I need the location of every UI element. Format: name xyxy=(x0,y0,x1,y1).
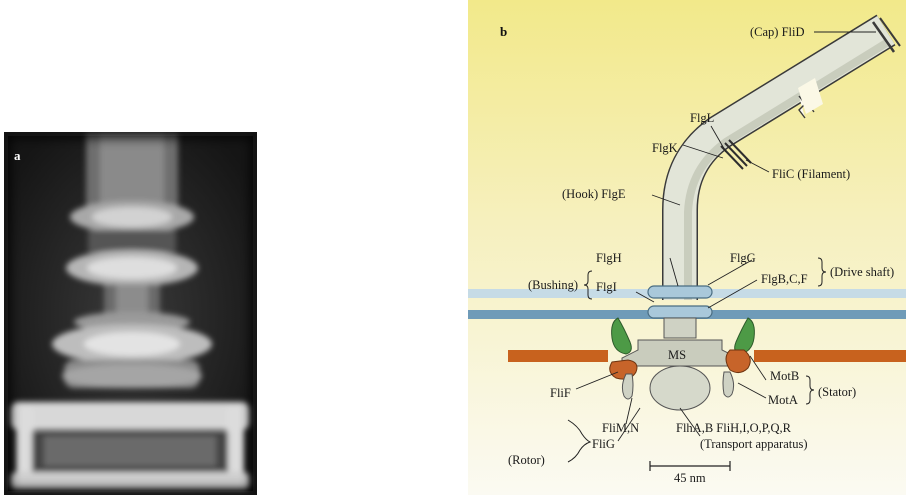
label-cap-flid: (Cap) FliD xyxy=(750,25,805,39)
panel-a-letter: a xyxy=(14,148,21,163)
drive-shaft-rod xyxy=(664,318,696,338)
label-filament: FliC (Filament) xyxy=(772,167,850,181)
label-flha-b: FlhA,B FliH,I,O,P,Q,R xyxy=(676,421,792,435)
label-flif: FliF xyxy=(550,386,571,400)
label-flgbcf: FlgB,C,F xyxy=(761,272,808,286)
c-ring-right xyxy=(723,372,734,397)
label-rotor: (Rotor) xyxy=(508,453,545,467)
motor-right xyxy=(726,350,750,373)
inner-membrane-left xyxy=(508,350,608,362)
label-flgg: FlgG xyxy=(730,251,756,265)
label-stator: (Stator) xyxy=(818,385,856,399)
transport-apparatus xyxy=(650,366,710,410)
panel-a-micrograph: a xyxy=(4,132,257,495)
label-flig: FliG xyxy=(592,437,615,451)
label-flgk: FlgK xyxy=(652,141,678,155)
l-ring xyxy=(648,286,712,298)
p-ring xyxy=(648,306,712,318)
c-ring-left xyxy=(622,374,633,399)
label-motb: MotB xyxy=(770,369,799,383)
inner-membrane-right xyxy=(754,350,906,362)
label-flgh: FlgH xyxy=(596,251,622,265)
label-hook-flge: (Hook) FlgE xyxy=(562,187,626,201)
panel-b-diagram: b (Cap) FliD FlgL FlgK FliC (Filament) (… xyxy=(468,0,906,495)
flagellum-schematic: b (Cap) FliD FlgL FlgK FliC (Filament) (… xyxy=(468,0,906,495)
label-ms: MS xyxy=(668,348,686,362)
label-mota: MotA xyxy=(768,393,798,407)
panel-b-letter: b xyxy=(500,24,507,39)
label-flim-n: FliM,N xyxy=(602,421,639,435)
label-transport-apparatus: (Transport apparatus) xyxy=(700,437,808,451)
motor-left xyxy=(610,360,637,379)
label-scale: 45 nm xyxy=(674,471,706,485)
label-flgi: FlgI xyxy=(596,280,617,294)
label-drive-shaft: (Drive shaft) xyxy=(830,265,894,279)
label-bushing: (Bushing) xyxy=(528,278,578,292)
label-flgl: FlgL xyxy=(690,111,714,125)
micrograph-image: a xyxy=(4,132,257,495)
